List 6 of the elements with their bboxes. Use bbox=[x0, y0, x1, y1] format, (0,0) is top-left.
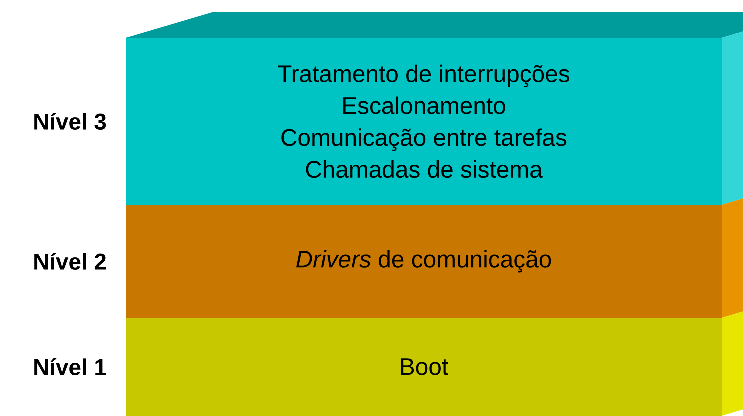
level-label: Nível 3 bbox=[34, 112, 106, 130]
layer-block: Drivers de comunicação bbox=[126, 198, 743, 318]
level-label: Nível 1 bbox=[34, 358, 106, 376]
level-label: Nível 2 bbox=[34, 252, 106, 270]
layer-block: Tratamento de interrupções Escalonamento Comunicação entre tarefas Chamadas de sistema bbox=[126, 12, 743, 205]
layer-block: Boot bbox=[126, 312, 743, 416]
